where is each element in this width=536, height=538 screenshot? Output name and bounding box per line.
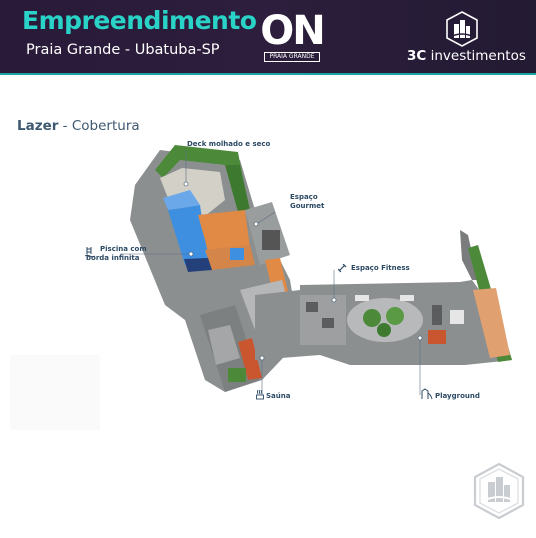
project-logo: ON PRAIA GRANDE bbox=[256, 8, 328, 62]
section-title: Lazer - Cobertura bbox=[17, 118, 140, 134]
callout-fitness-label: Espaço Fitness bbox=[351, 264, 410, 272]
section-title-sep: - bbox=[58, 118, 72, 134]
callout-lines bbox=[120, 150, 421, 395]
sauna-icon bbox=[256, 389, 264, 400]
callout-piscina-line1: Piscina com bbox=[100, 245, 147, 253]
floor-plan: Deck molhado e seco Espaço Gourmet Pisci… bbox=[0, 130, 536, 440]
callout-piscina: Piscina com borda infinita bbox=[85, 245, 147, 263]
callout-dots bbox=[183, 181, 423, 361]
section-title-rest: Cobertura bbox=[71, 118, 140, 134]
callout-playground: Playground bbox=[421, 388, 480, 401]
callout-gourmet: Espaço Gourmet bbox=[290, 193, 324, 211]
banner-subtitle: Praia Grande - Ubatuba-SP bbox=[26, 42, 220, 58]
building-right-wing bbox=[255, 230, 512, 365]
callout-sauna-label: Saúna bbox=[266, 392, 291, 400]
floor-plan-drawing bbox=[10, 145, 512, 430]
developer-name-bold: 3C bbox=[407, 48, 427, 64]
swimming-pool-icon bbox=[85, 247, 95, 258]
project-logo-sub: PRAIA GRANDE bbox=[264, 52, 320, 62]
header-banner: Empreendimento Praia Grande - Ubatuba-SP… bbox=[0, 0, 536, 75]
section-title-bold: Lazer bbox=[17, 118, 59, 134]
callout-playground-label: Playground bbox=[435, 392, 480, 400]
watermark-building-shield-icon bbox=[473, 462, 525, 520]
developer-name-rest: investimentos bbox=[426, 48, 526, 64]
developer-name: 3C investimentos bbox=[407, 48, 526, 64]
building-shield-icon bbox=[446, 11, 478, 47]
callout-piscina-line2: borda infinita bbox=[86, 254, 140, 262]
callout-deck: Deck molhado e seco bbox=[187, 140, 271, 148]
project-logo-main: ON bbox=[260, 8, 325, 54]
playground-slide-icon bbox=[421, 388, 433, 400]
callout-gourmet-line1: Espaço bbox=[290, 193, 318, 201]
banner-title: Empreendimento bbox=[22, 6, 257, 35]
callout-gourmet-line2: Gourmet bbox=[290, 202, 325, 210]
callout-fitness: Espaço Fitness bbox=[338, 264, 410, 273]
dumbbell-icon bbox=[338, 264, 347, 273]
callout-sauna: Saúna bbox=[256, 389, 291, 401]
